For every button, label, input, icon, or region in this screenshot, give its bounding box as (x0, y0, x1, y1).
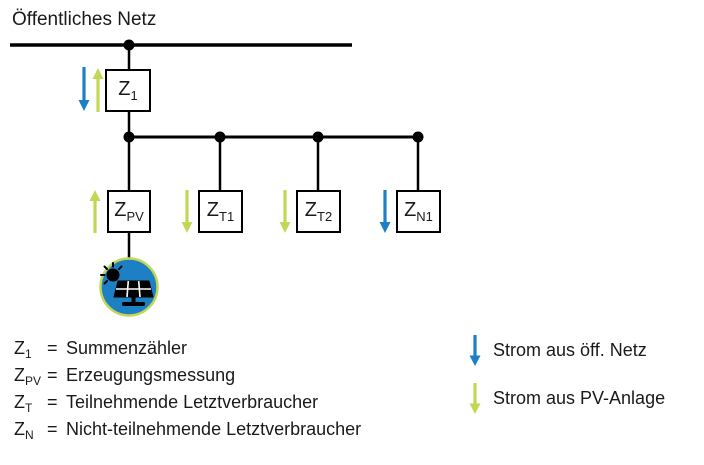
meter-symbol: Z1 (14, 338, 32, 361)
z1-grid-import-arrow-icon (78, 67, 90, 111)
meter-zn1-label: ZN1 (404, 199, 433, 224)
meter-zn1: ZN1 (396, 190, 441, 233)
meter-zt2-label: ZT2 (304, 199, 333, 224)
zpv-up-arrow-icon (89, 190, 101, 233)
solar-panel-icon (113, 280, 154, 306)
schematic-drawing (10, 39, 424, 317)
meter-zt1-label: ZT1 (206, 199, 235, 224)
pv-plant-icon (99, 257, 159, 317)
legend-definition-zn: ZN = Nicht-teilnehmende Letztverbraucher (14, 419, 362, 442)
arrow-down-green-icon (469, 383, 481, 414)
meter-zt1: ZT1 (198, 190, 243, 233)
meter-z1: Z1 (105, 69, 151, 112)
sun-icon (106, 268, 120, 282)
meter-z1-label: Z1 (118, 78, 138, 103)
legend-flow-pv: Strom aus PV-Anlage (467, 381, 665, 415)
zt2-down-arrow-icon (279, 190, 291, 233)
flow-legend: Strom aus öff. Netz Strom aus PV-Anlage (467, 333, 665, 429)
arrow-down-blue-icon (469, 335, 481, 366)
meter-zpv-label: ZPV (114, 199, 144, 224)
meter-symbol: ZN (14, 419, 34, 442)
legend-definition-zt: ZT = Teilnehmende Letztverbraucher (14, 392, 319, 415)
legend-definition-z1: Z1 = Summenzähler (14, 338, 188, 361)
meter-zpv: ZPV (107, 190, 151, 233)
z1-pv-export-arrow-icon (92, 68, 104, 112)
zn1-down-arrow-icon (379, 190, 391, 233)
legend-flow-grid: Strom aus öff. Netz (467, 333, 665, 367)
definitions-legend: Z1 = Summenzähler ZPV = Erzeugungsmessun… (14, 338, 361, 446)
meter-symbol: ZPV (14, 365, 42, 388)
public-grid-label: Öffentliches Netz (12, 9, 157, 30)
zt1-down-arrow-icon (181, 190, 193, 233)
meter-zt2: ZT2 (296, 190, 341, 233)
meter-symbol: ZT (14, 392, 33, 415)
legend-definition-zpv: ZPV = Erzeugungsmessung (14, 365, 236, 388)
